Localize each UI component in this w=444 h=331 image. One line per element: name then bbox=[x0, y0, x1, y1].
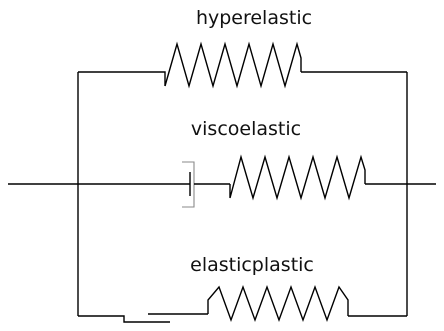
top-branch-left-wire bbox=[78, 71, 166, 86]
elasticplastic-spring bbox=[207, 284, 349, 323]
bottom-branch-left-wire bbox=[78, 315, 170, 323]
label-elasticplastic: elasticplastic bbox=[190, 254, 314, 276]
hyperelastic-spring bbox=[164, 41, 302, 89]
label-viscoelastic: viscoelastic bbox=[191, 118, 301, 140]
viscoelastic-spring bbox=[229, 154, 366, 201]
label-hyperelastic: hyperelastic bbox=[196, 7, 312, 29]
